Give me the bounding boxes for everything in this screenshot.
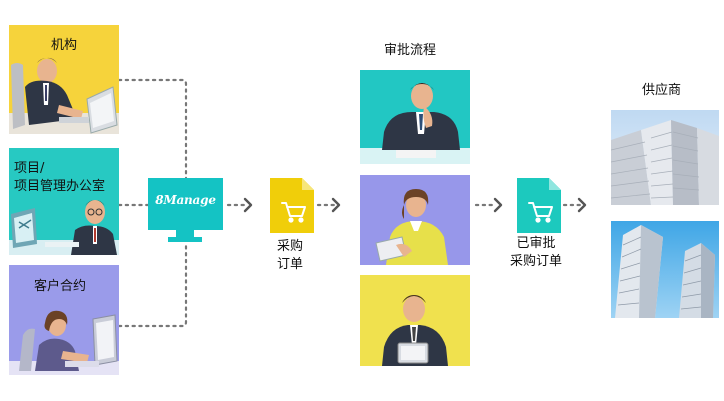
panel-customer-contract-label: 客户合约 <box>34 279 87 294</box>
approval-panel-3 <box>360 275 470 366</box>
panel-pmo <box>9 148 119 255</box>
approval-panel-2 <box>360 175 470 265</box>
skyscraper-photo <box>611 221 719 318</box>
arrow-head-4 <box>577 197 587 213</box>
connector-bottom <box>117 244 188 328</box>
woman-with-tablet-illustration <box>375 189 448 265</box>
arrow-head-3 <box>493 197 503 213</box>
supplier-title: 供应商 <box>642 83 682 98</box>
arrow-head-2 <box>331 197 341 213</box>
supplier-image-2 <box>611 221 719 318</box>
purchase-order-label: 采购 订单 <box>277 239 304 272</box>
arrow-head-1 <box>243 197 253 213</box>
man-thinking-illustration <box>360 83 470 164</box>
document-icon <box>517 178 561 233</box>
approval-title: 审批流程 <box>384 43 437 58</box>
monitor-icon <box>148 178 223 242</box>
panel-customer-contract <box>9 265 119 375</box>
supplier-image-1 <box>611 110 719 205</box>
connector-top <box>117 78 188 180</box>
man-at-computer-illustration <box>9 200 119 255</box>
approved-po-label: 已审批 采购订单 <box>510 236 563 269</box>
man-at-computer-illustration <box>9 57 119 134</box>
purchase-order-doc <box>270 178 316 233</box>
panel-organization-label: 机构 <box>51 38 78 53</box>
woman-at-computer-illustration <box>9 310 119 375</box>
8manage-logo: 8Manage <box>155 193 216 207</box>
document-icon <box>270 178 314 233</box>
8manage-monitor: 8Manage <box>148 178 228 245</box>
skyscraper-photo <box>611 110 719 205</box>
man-with-tablet-illustration <box>382 295 448 366</box>
panel-pmo-label: 项目/ 项目管理办公室 <box>14 161 106 194</box>
shopping-cart-icon <box>528 202 553 223</box>
shopping-cart-icon <box>281 202 306 223</box>
approved-po-doc <box>517 178 563 233</box>
panel-organization <box>9 25 119 134</box>
approval-panel-1 <box>360 70 470 164</box>
